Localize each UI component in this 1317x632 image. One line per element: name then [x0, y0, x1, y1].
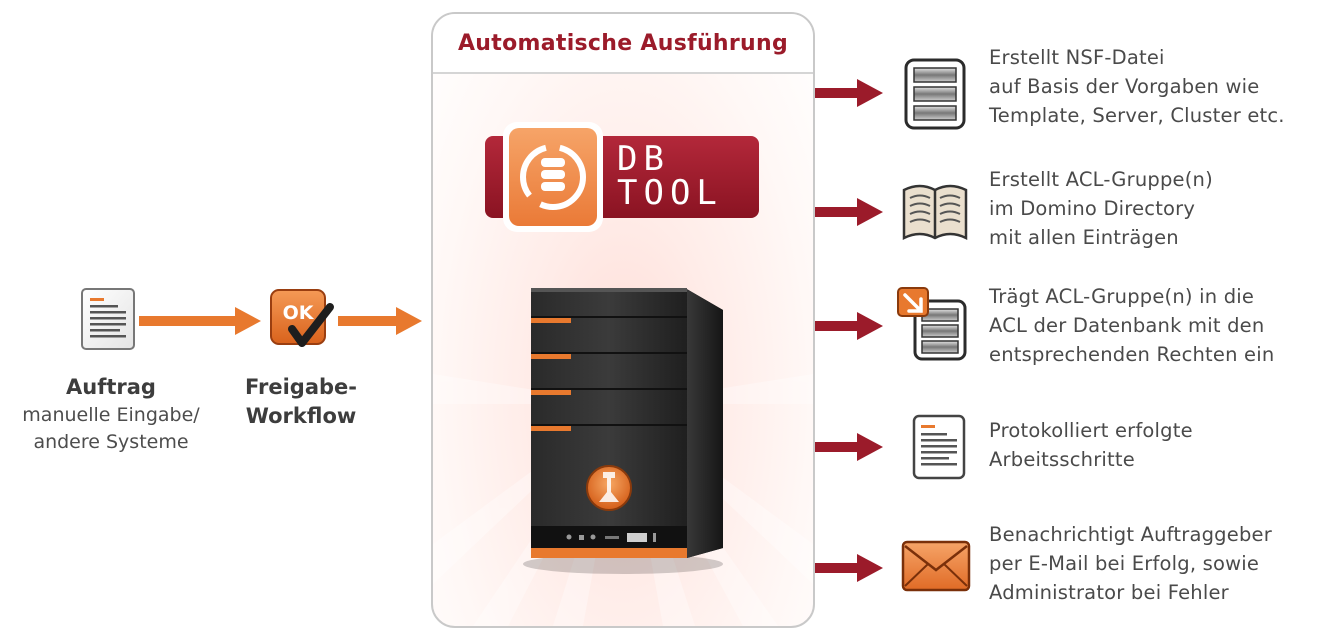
output-arrow-2 — [815, 198, 885, 230]
document-icon — [80, 287, 138, 351]
output-arrow-1 — [815, 79, 885, 111]
output-arrow-4 — [815, 433, 885, 465]
server-tower-icon — [517, 276, 729, 576]
automation-panel: Automatische Ausführung — [431, 12, 815, 628]
db-tool-logo: DB TOOL — [485, 120, 761, 236]
output-text-2: Erstellt ACL-Gruppe(n) im Domino Directo… — [989, 165, 1213, 252]
output-5-line-1: Benachrichtigt Auftraggeber — [989, 523, 1272, 546]
mail-icon — [901, 540, 971, 592]
ok-label: OK — [282, 302, 314, 324]
auftrag-line1: manuelle Eingabe/ — [22, 404, 200, 426]
freigabe-line2: Workflow — [245, 404, 357, 428]
output-1-line-3: Template, Server, Cluster etc. — [989, 104, 1285, 127]
output-4-line-2: Arbeitsschritte — [989, 448, 1135, 471]
auftrag-caption: Auftrag manuelle Eingabe/ andere Systeme — [0, 373, 222, 456]
ok-check-icon: OK — [268, 287, 340, 353]
database-icon — [904, 58, 966, 130]
output-4-line-1: Protokolliert erfolgte — [989, 419, 1193, 442]
output-2-line-2: im Domino Directory — [989, 197, 1196, 220]
panel-title: Automatische Ausführung — [457, 30, 789, 56]
freigabe-line1: Freigabe- — [245, 375, 357, 399]
auftrag-line2: andere Systeme — [33, 431, 189, 453]
output-1-line-2: auf Basis der Vorgaben wie — [989, 75, 1260, 98]
output-3-line-1: Trägt ACL-Gruppe(n) in die — [989, 285, 1255, 308]
acl-import-icon — [895, 285, 969, 361]
output-5-line-2: per E-Mail bei Erfolg, sowie — [989, 552, 1260, 575]
output-text-5: Benachrichtigt Auftraggeber per E-Mail b… — [989, 520, 1272, 607]
output-arrow-3 — [815, 312, 885, 344]
log-document-icon — [912, 414, 966, 480]
output-2-line-1: Erstellt ACL-Gruppe(n) — [989, 168, 1213, 191]
output-3-line-2: ACL der Datenbank mit den — [989, 314, 1265, 337]
auftrag-title: Auftrag — [66, 375, 156, 399]
directory-book-icon — [900, 176, 970, 246]
logo-text-db: DB — [617, 139, 670, 179]
output-1-line-1: Erstellt NSF-Datei — [989, 46, 1165, 69]
output-text-3: Trägt ACL-Gruppe(n) in die ACL der Daten… — [989, 282, 1274, 369]
panel-header: Automatische Ausführung — [433, 14, 813, 74]
output-3-line-3: entsprechenden Rechten ein — [989, 343, 1275, 366]
output-2-line-3: mit allen Einträgen — [989, 226, 1179, 249]
output-text-1: Erstellt NSF-Datei auf Basis der Vorgabe… — [989, 43, 1285, 130]
logo-text-tool: TOOL — [617, 173, 723, 213]
freigabe-caption: Freigabe- Workflow — [236, 373, 366, 431]
output-arrow-5 — [815, 554, 885, 586]
output-5-line-3: Administrator bei Fehler — [989, 581, 1229, 604]
arrow-auftrag-to-freigabe — [139, 306, 263, 340]
output-text-4: Protokolliert erfolgte Arbeitsschritte — [989, 416, 1193, 474]
arrow-freigabe-to-panel — [338, 306, 424, 340]
